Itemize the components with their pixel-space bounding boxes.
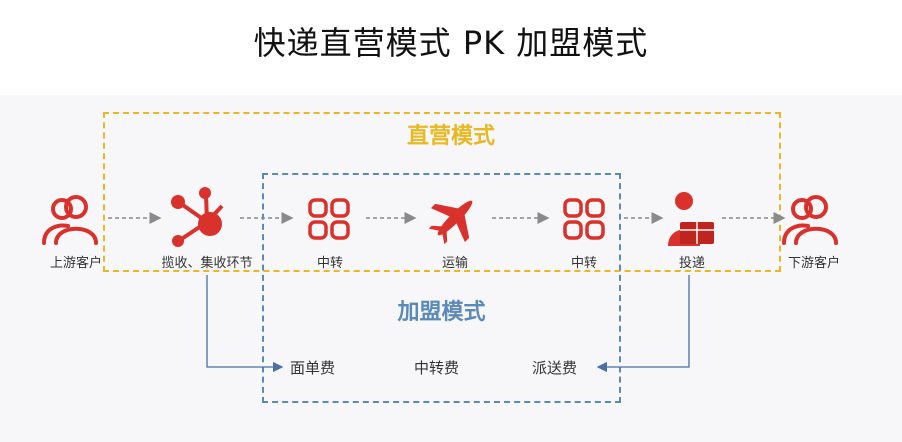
fee-connectors <box>206 275 690 373</box>
node-label-upstream: 上游客户 <box>49 256 102 271</box>
hub-network-icon <box>171 187 224 247</box>
fee-delivery: 派送费 <box>532 359 578 377</box>
direct-mode-label: 直营模式 <box>406 124 495 149</box>
node-label-pickup: 揽收、集收环节 <box>161 256 253 271</box>
fee-waybill: 面单费 <box>290 359 336 377</box>
node-label-transport: 运输 <box>441 256 468 271</box>
fee-transfer: 中转费 <box>414 359 460 377</box>
grid-squares-icon <box>563 198 605 240</box>
node-label-transfer-1: 中转 <box>316 256 343 271</box>
connector-right <box>596 275 690 373</box>
node-label-downstream: 下游客户 <box>787 256 840 271</box>
page-title: 快递直营模式 PK 加盟模式 <box>253 24 649 62</box>
node-label-delivery: 投递 <box>678 256 705 271</box>
courier-package-icon <box>668 192 714 246</box>
franchise-mode-label: 加盟模式 <box>397 300 486 325</box>
background-band <box>0 95 902 442</box>
direct-mode-box <box>103 112 781 272</box>
people-icon <box>42 195 98 245</box>
franchise-mode-box <box>262 173 621 403</box>
connector-left <box>206 275 284 373</box>
airplane-icon <box>428 200 473 245</box>
node-label-transfer-2: 中转 <box>570 256 597 271</box>
people-icon <box>782 195 838 245</box>
grid-squares-icon <box>308 198 350 240</box>
